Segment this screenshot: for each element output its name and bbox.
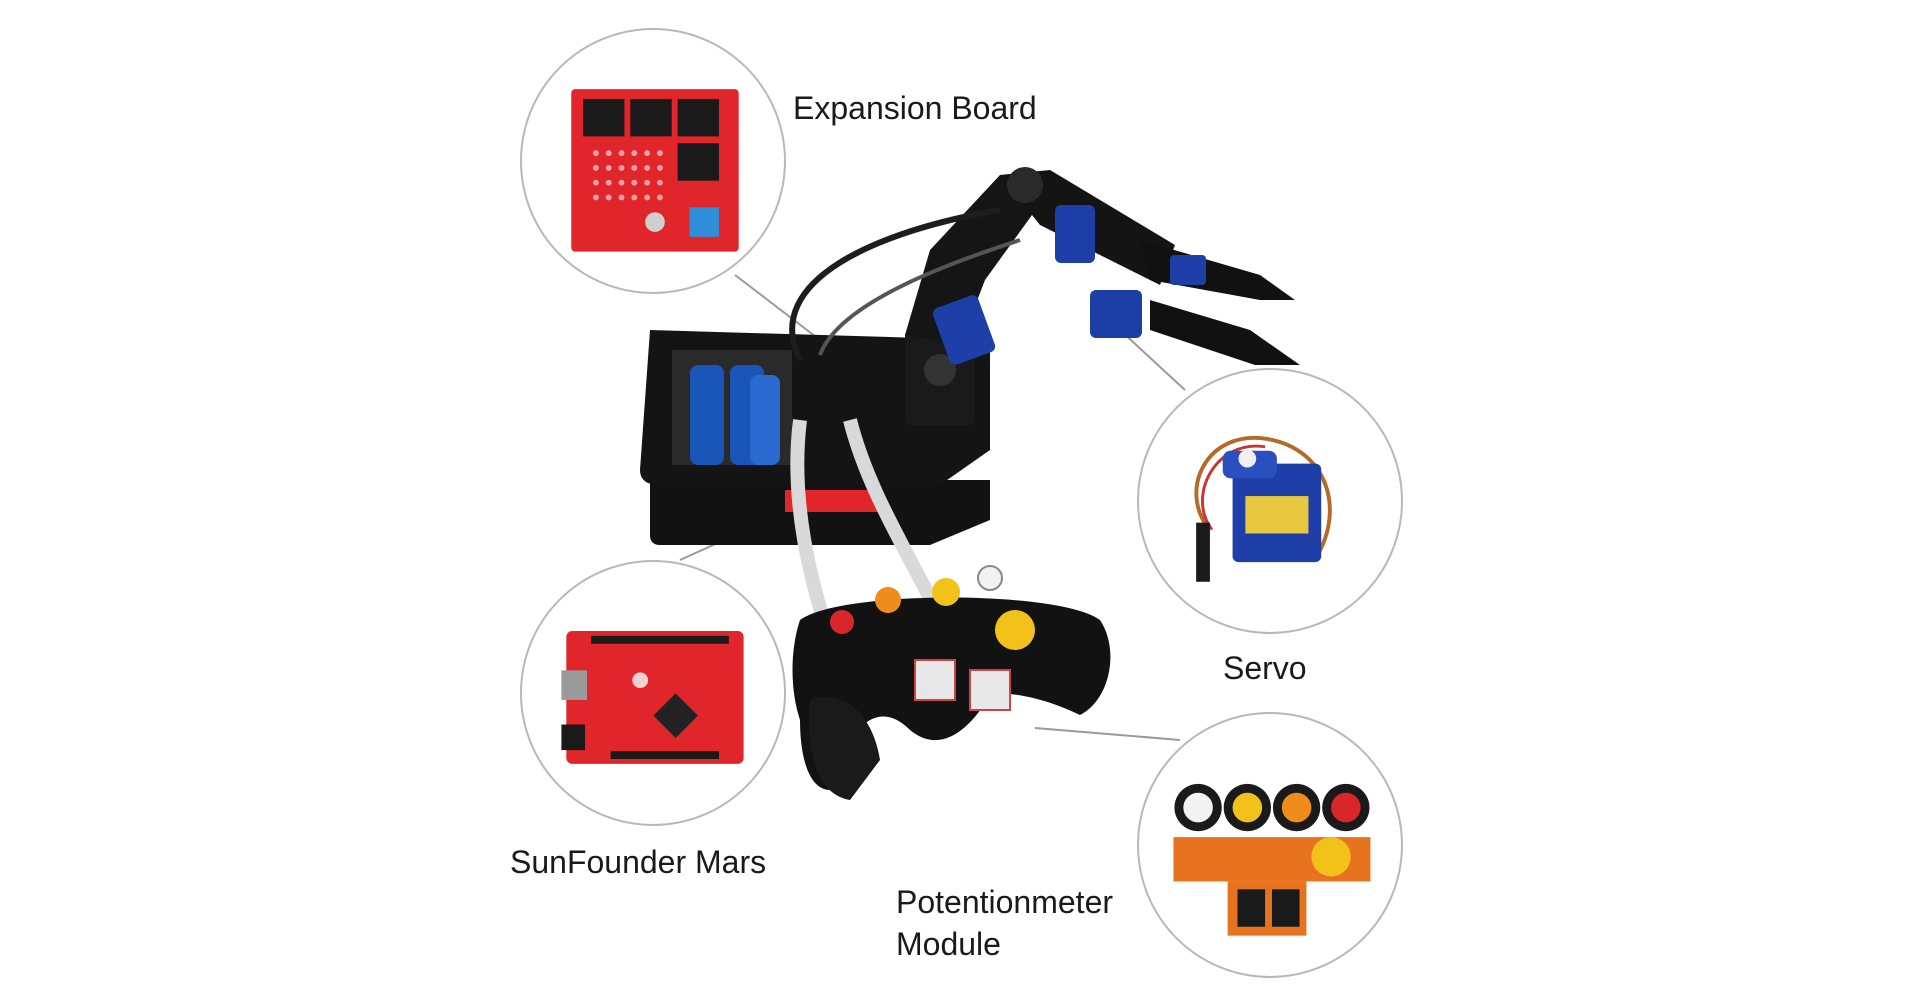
potentiometer-label: Potentionmeter Module: [896, 882, 1113, 965]
potentiometer-label-line1: Potentionmeter: [896, 884, 1114, 920]
expansion-board-photo: [571, 89, 739, 252]
sunfounder-mars-board-photo: [561, 630, 744, 764]
battery-1: [690, 365, 724, 465]
leader-line-expansion: [734, 274, 821, 341]
controller-knob-red: [830, 610, 854, 634]
leader-line-servo: [1119, 329, 1186, 391]
servo-photo: [1194, 435, 1332, 582]
gripper-lower: [1150, 300, 1300, 365]
arm-lower: [905, 175, 1050, 345]
servo-circle: [1137, 368, 1403, 634]
controller-knob-white: [977, 565, 1003, 591]
gripper-upper: [1140, 240, 1295, 300]
sunfounder-mars-label: SunFounder Mars: [510, 844, 767, 880]
base-bottom-plate: [650, 480, 990, 545]
expansion-board-label: Expansion Board: [793, 90, 1037, 126]
sunfounder-mars-circle: [520, 560, 786, 826]
servo-label: Servo: [1223, 650, 1307, 686]
controller-knob-yellow: [932, 578, 960, 606]
controller-lower: [809, 696, 880, 800]
arm-servo-3: [1090, 290, 1142, 338]
cable-2: [818, 238, 1021, 356]
controller-knob-orange: [875, 587, 901, 613]
controller-button-yellow: [995, 610, 1035, 650]
arm-servo-1: [932, 295, 996, 365]
controller-connector-2: [969, 669, 1011, 711]
arm-servo-2: [1055, 205, 1095, 263]
potentiometer-module-photo: [1173, 783, 1371, 936]
gripper-servo: [1170, 255, 1206, 285]
cable-1: [789, 207, 1001, 362]
base-red-board: [785, 490, 880, 512]
leader-line-potentiometer: [1034, 727, 1181, 741]
controller-connector-1: [914, 659, 956, 701]
potentiometer-circle: [1137, 712, 1403, 978]
potentiometer-label-line2: Module: [896, 925, 1001, 962]
battery-3: [750, 375, 780, 465]
expansion-board-circle: [520, 28, 786, 294]
